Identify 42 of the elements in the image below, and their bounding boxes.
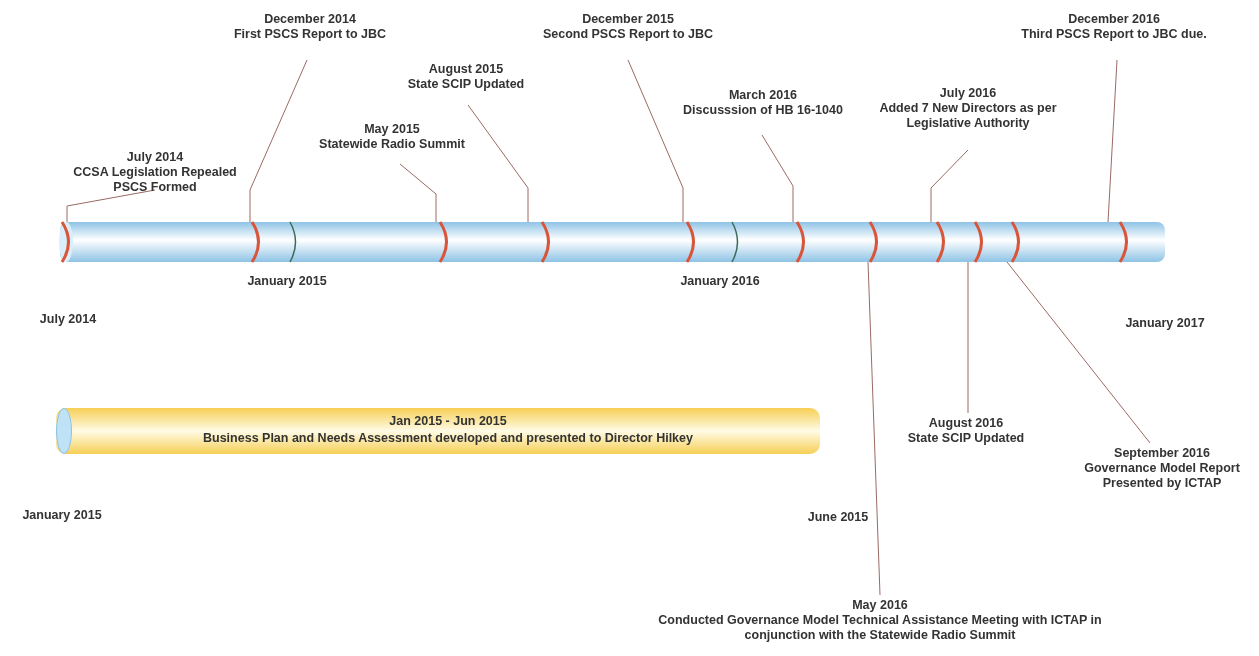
leader-line [930, 149, 969, 223]
event-date: December 2014 [263, 12, 357, 27]
event-description: State SCIP Updated [906, 431, 1026, 446]
period-description: Business Plan and Needs Assessment developed and presented to Director Hilkey [202, 431, 694, 446]
event-date: May 2015 [363, 122, 421, 137]
event-description: Conducted Governance Model Technical Assistance Meeting with ICTAP in conjunction with the Statewide Radio Summit [657, 613, 1103, 643]
event-description: Second PSCS Report to JBC [541, 27, 715, 42]
event-date: September 2016 [1113, 446, 1211, 461]
date-label: January 2016 [679, 274, 761, 289]
date-label: January 2015 [246, 274, 328, 289]
event-description: Discusssion of HB 16-1040 [682, 103, 844, 118]
leader-line [1006, 261, 1151, 444]
event-date: December 2015 [581, 12, 675, 27]
leader-line [867, 261, 881, 596]
event-date: December 2016 [1067, 12, 1161, 27]
leader-line [66, 189, 156, 223]
event-description: CCSA Legislation Repealed PSCS Formed [72, 165, 238, 195]
event-description: First PSCS Report to JBC [232, 27, 388, 42]
date-label: July 2014 [38, 312, 98, 327]
leader-line [1107, 59, 1118, 223]
date-label: June 2015 [806, 510, 870, 525]
event-description: Third PSCS Report to JBC due. [1020, 27, 1208, 42]
leader-line [249, 59, 308, 223]
leader-line [399, 163, 437, 223]
event-description: Governance Model Report Presented by ICTAP [1083, 461, 1241, 491]
event-description: Statewide Radio Summit [318, 137, 466, 152]
leader-line [967, 261, 969, 414]
event-date: July 2016 [938, 86, 998, 101]
event-date: July 2014 [125, 150, 185, 165]
event-date: August 2016 [927, 416, 1005, 431]
period-dates: Jan 2015 - Jun 2015 [388, 414, 508, 429]
leader-line [627, 59, 684, 223]
event-date: May 2016 [851, 598, 909, 613]
event-description: Added 7 New Directors as per Legislative Authority [878, 101, 1058, 131]
event-description: State SCIP Updated [406, 77, 526, 92]
event-date: August 2015 [427, 62, 505, 77]
period-bar [56, 408, 820, 454]
leader-line [761, 134, 794, 223]
date-label: January 2015 [21, 508, 103, 523]
date-label: January 2017 [1124, 316, 1206, 331]
leader-line [467, 104, 529, 223]
event-date: March 2016 [727, 88, 799, 103]
